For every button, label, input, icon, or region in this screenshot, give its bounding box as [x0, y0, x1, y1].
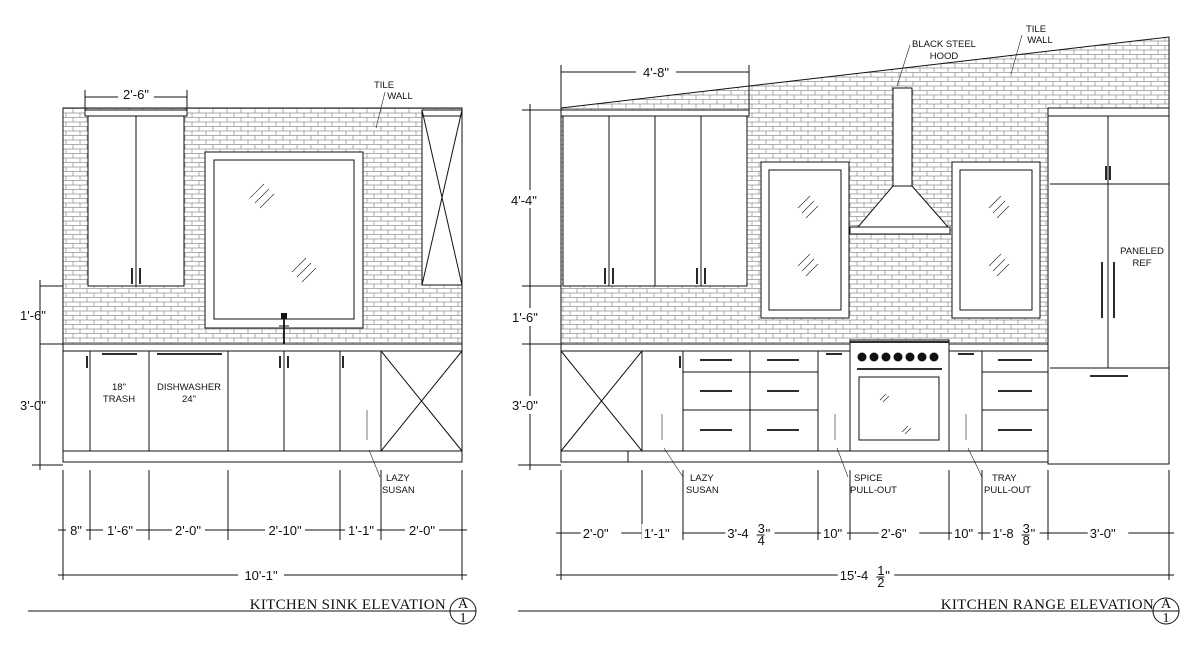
range-dim-3-suffix: " — [766, 526, 771, 541]
hood-label-2: HOOD — [930, 51, 959, 62]
range-title: KITCHEN RANGE ELEVATION — [941, 597, 1154, 613]
range-top-dim-text: 4'-8" — [643, 65, 669, 80]
sink-dim-4: 2'-10" — [268, 523, 302, 538]
range-overall-dim-denominator: 2 — [877, 575, 884, 590]
dishwasher-label-2: 24" — [182, 394, 196, 405]
range-left-window — [760, 161, 850, 319]
sink-bubble-top: A — [458, 597, 469, 612]
range-dim-7-numerator: 3 — [1023, 521, 1030, 536]
range-bubble-bottom: 1 — [1163, 611, 1170, 626]
sink-base-cabinets — [62, 350, 463, 463]
range-upper-cabinets — [560, 109, 750, 287]
range-dim-7-text: 1'-8 — [992, 526, 1013, 541]
range-dim-1: 2'-0" — [580, 524, 622, 544]
sink-upper-cabinet — [84, 109, 188, 287]
range-countertop — [560, 343, 1049, 352]
sink-cabinet-width-text: 2'-6" — [123, 87, 149, 102]
sink-backsplash-dim: 1'-6" — [20, 308, 46, 323]
range-dim-2-text: 1'-1" — [644, 526, 670, 541]
sink-tall-cabinet — [421, 109, 463, 286]
sink-countertop — [62, 343, 463, 352]
range-overall-dim: 15'-4 12" — [837, 563, 895, 590]
range-title-block: KITCHEN RANGE ELEVATION A 1 — [518, 597, 1180, 626]
sink-tile-label-2: WALL — [387, 91, 413, 102]
range-dim-3-denominator: 4 — [758, 533, 765, 548]
tray-label-1: TRAY — [992, 473, 1017, 484]
range-base-height-dim: 3'-0" — [512, 398, 538, 413]
range-dim-2: 1'-1" — [641, 524, 683, 544]
range-tile-label-2: WALL — [1027, 35, 1053, 46]
range-dim-7: 1'-8 38" — [990, 521, 1040, 548]
range-dim-3-numerator: 3 — [758, 521, 765, 536]
range-upper-height-dim: 4'-4" — [511, 193, 537, 208]
sink-cabinet-width-dimension: 2'-6" — [84, 86, 188, 110]
sink-vertical-dimensions: 1'-6" 3'-0" — [20, 280, 63, 470]
range-bubble-top: A — [1161, 597, 1172, 612]
sink-lazy-susan-label-2: SUSAN — [382, 485, 415, 496]
range-lazy-susan-label-1: LAZY — [690, 473, 714, 484]
range-dim-5: 2'-6" — [878, 524, 920, 544]
sink-overall-dim: 10'-1" — [244, 568, 278, 583]
dishwasher-label-1: DISHWASHER — [157, 382, 221, 393]
sink-tile-label-1: TILE — [374, 80, 394, 91]
sink-dim-1: 8" — [70, 523, 82, 538]
range-dim-4: 10" — [821, 524, 847, 544]
range-dim-7-denominator: 8 — [1023, 533, 1030, 548]
sink-bottom-dimensions: 8" 1'-6" 2'-0" 2'-10" 1'-1" 2'-0" 10'-1" — [58, 470, 467, 583]
range-backsplash-dim: 1'-6" — [512, 310, 538, 325]
range-tile-label-1: TILE — [1026, 24, 1046, 35]
ref-label-1: PANELED — [1120, 246, 1164, 257]
range-lazy-susan-label-2: SUSAN — [686, 485, 719, 496]
range-dim-3: 3'-4 34" — [725, 521, 775, 548]
range-overall-dim-numerator: 1 — [877, 563, 884, 578]
sink-dim-3: 2'-0" — [175, 523, 201, 538]
faucet-icon — [279, 313, 289, 344]
trash-label-1: 18" — [112, 382, 126, 393]
range-vertical-dimensions: 4'-4" 1'-6" 3'-0" — [510, 104, 561, 470]
spice-label-1: SPICE — [854, 473, 883, 484]
sink-title-block: KITCHEN SINK ELEVATION A 1 — [28, 597, 477, 626]
tray-label-2: PULL-OUT — [984, 485, 1031, 496]
range-dim-1-text: 2'-0" — [583, 526, 609, 541]
range-right-window — [951, 161, 1041, 319]
sink-elevation: TILE WALL 18" TRASH DISHWASHER 24" LAZY … — [20, 80, 477, 626]
hood-label-1: BLACK STEEL — [912, 39, 976, 50]
range-dim-8: 3'-0" — [1087, 524, 1129, 544]
sink-dim-5: 1'-1" — [348, 523, 374, 538]
spice-label-2: PULL-OUT — [850, 485, 897, 496]
range-overall-dim-text: 15'-4 — [840, 568, 869, 583]
sink-title: KITCHEN SINK ELEVATION — [250, 597, 446, 613]
sink-window — [204, 151, 364, 329]
range-dim-5-text: 2'-6" — [881, 526, 907, 541]
range-elevation: BLACK STEEL HOOD TILE WALL PANELED REF L… — [510, 24, 1180, 626]
range-dim-8-text: 3'-0" — [1090, 526, 1116, 541]
range-dim-6: 10" — [952, 524, 978, 544]
range-dim-6-text: 10" — [954, 526, 973, 541]
range-dim-3-text: 3'-4 — [727, 526, 748, 541]
range-dim-7-suffix: " — [1031, 526, 1036, 541]
range-dim-4-text: 10" — [823, 526, 842, 541]
stove-range-icon — [849, 339, 950, 452]
range-overall-dim-suffix: " — [885, 568, 890, 583]
range-base-cabinets — [560, 350, 1049, 463]
paneled-refrigerator — [1047, 107, 1170, 465]
sink-base-height-dim: 3'-0" — [20, 398, 46, 413]
trash-label-2: TRASH — [103, 394, 135, 405]
range-hood-icon — [849, 87, 951, 235]
range-top-dimension: 4'-8" — [560, 64, 750, 110]
sink-dim-2: 1'-6" — [107, 523, 133, 538]
sink-lazy-susan-label-1: LAZY — [386, 473, 410, 484]
sink-dim-6: 2'-0" — [409, 523, 435, 538]
sink-bubble-bottom: 1 — [460, 611, 467, 626]
ref-label-2: REF — [1133, 258, 1152, 269]
